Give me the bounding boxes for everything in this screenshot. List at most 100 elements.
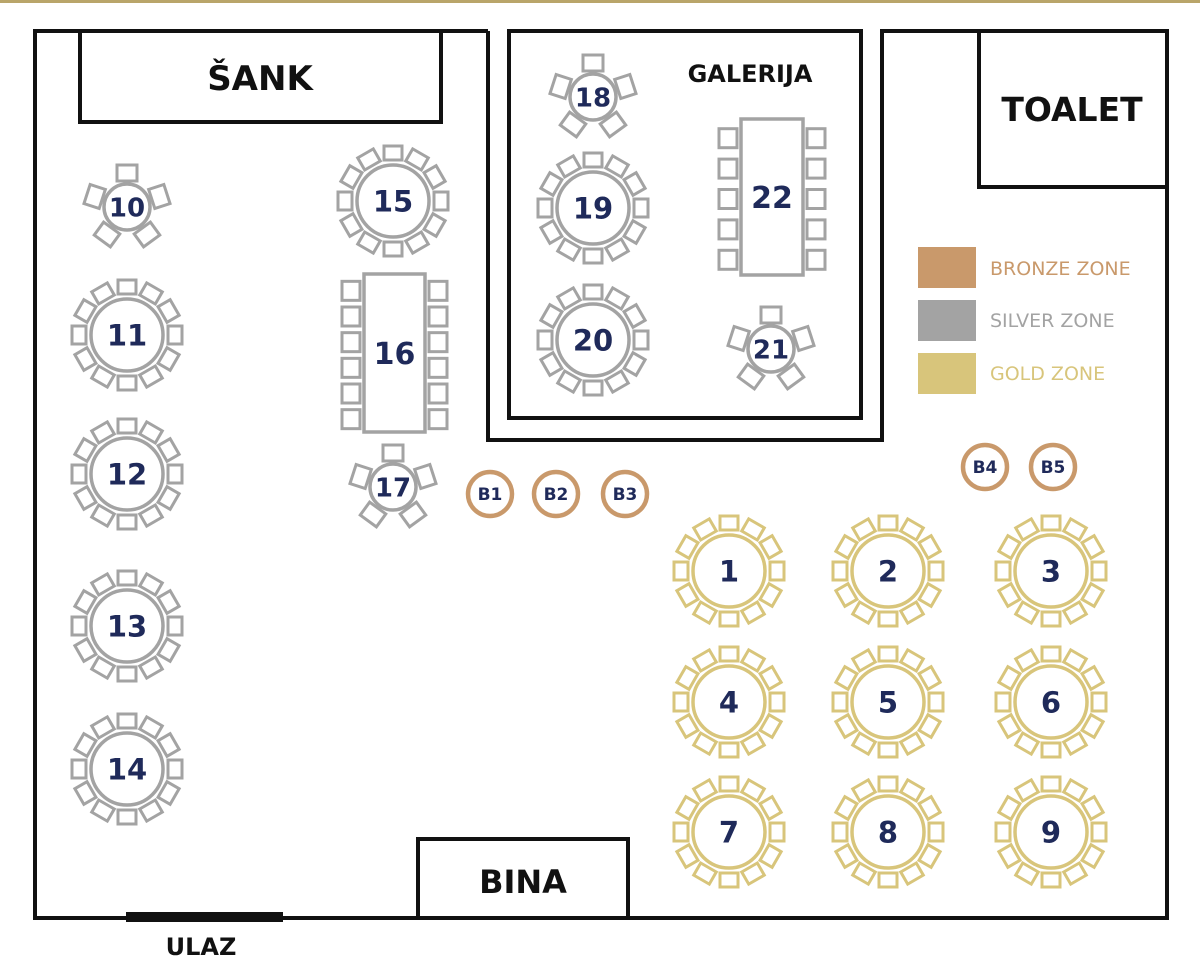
table-top <box>739 117 805 277</box>
chair <box>1090 821 1108 843</box>
chair <box>739 730 767 757</box>
table-b4[interactable]: B4 <box>960 442 1010 492</box>
chair <box>757 533 784 561</box>
table-number: 19 <box>573 191 613 225</box>
chair <box>1013 516 1041 543</box>
chair <box>833 581 860 609</box>
table-b1[interactable]: B1 <box>465 469 515 519</box>
table-number: 10 <box>109 193 145 223</box>
table-1[interactable]: 1 <box>672 514 786 628</box>
chair <box>831 691 849 713</box>
top-rule <box>0 0 1200 3</box>
table-9[interactable]: 9 <box>994 775 1108 889</box>
chair <box>898 516 926 543</box>
chair <box>70 324 88 346</box>
chair <box>1013 777 1041 804</box>
toilet-label: TOALET <box>1001 90 1143 129</box>
chair <box>72 731 99 759</box>
chair <box>877 741 899 759</box>
chair <box>89 571 117 598</box>
gallery-label: GALERIJA <box>688 60 813 88</box>
chair <box>1013 730 1041 757</box>
chair <box>1061 777 1089 804</box>
table-top <box>746 324 796 374</box>
chair <box>833 533 860 561</box>
table-17[interactable]: 17 <box>348 443 438 529</box>
chair <box>726 324 752 353</box>
chair <box>340 382 362 405</box>
table-number: 12 <box>107 457 147 491</box>
gold-zone-swatch <box>918 353 976 394</box>
chair <box>1040 645 1062 663</box>
table-21[interactable]: 21 <box>726 305 816 391</box>
chair <box>116 278 138 296</box>
table-top <box>850 664 926 740</box>
chair <box>718 775 740 793</box>
table-top <box>555 302 631 378</box>
table-12[interactable]: 12 <box>70 417 184 531</box>
table-19[interactable]: 19 <box>536 151 650 265</box>
table-number: 21 <box>753 335 789 365</box>
table-number: 20 <box>573 323 613 357</box>
chair <box>536 329 554 351</box>
table-14[interactable]: 14 <box>70 712 184 826</box>
table-top <box>1013 794 1089 870</box>
chair <box>805 248 827 271</box>
table-5[interactable]: 5 <box>831 645 945 759</box>
table-b2[interactable]: B2 <box>531 469 581 519</box>
walls <box>33 29 1169 922</box>
table-top <box>362 272 427 434</box>
chair <box>603 153 631 180</box>
chair <box>166 615 184 637</box>
chair <box>137 419 165 446</box>
table-3[interactable]: 3 <box>994 514 1108 628</box>
chair <box>757 581 784 609</box>
chair <box>850 647 878 674</box>
table-top <box>850 794 926 870</box>
silver-zone-label: SILVER ZONE <box>990 310 1115 332</box>
chair <box>877 871 899 889</box>
table-20[interactable]: 20 <box>536 283 650 397</box>
table-b5[interactable]: B5 <box>1028 442 1078 492</box>
chair <box>427 382 449 405</box>
table-2[interactable]: 2 <box>831 514 945 628</box>
chair <box>137 714 165 741</box>
chair <box>739 647 767 674</box>
chair <box>82 182 108 211</box>
table-4[interactable]: 4 <box>672 645 786 759</box>
table-top <box>555 170 631 246</box>
chair <box>132 220 162 249</box>
table-number: 17 <box>375 473 411 503</box>
table-18[interactable]: 18 <box>548 53 638 139</box>
chair <box>621 302 648 330</box>
chair <box>137 502 165 529</box>
chair <box>89 280 117 307</box>
table-22[interactable]: 22 <box>717 117 827 277</box>
chair <box>166 463 184 485</box>
bar-counter <box>78 29 443 124</box>
chair <box>403 146 431 173</box>
chair <box>850 516 878 543</box>
chair <box>674 664 701 692</box>
table-15[interactable]: 15 <box>336 144 450 258</box>
table-b3[interactable]: B3 <box>600 469 650 519</box>
chair <box>358 500 388 529</box>
chair <box>1061 647 1089 674</box>
table-13[interactable]: 13 <box>70 569 184 683</box>
table-11[interactable]: 11 <box>70 278 184 392</box>
chair <box>877 610 899 628</box>
chair <box>72 345 99 373</box>
table-8[interactable]: 8 <box>831 775 945 889</box>
chair <box>155 588 182 616</box>
chair <box>336 190 354 212</box>
chair <box>348 462 374 491</box>
chair <box>877 775 899 793</box>
chair <box>850 599 878 626</box>
chair <box>72 779 99 807</box>
chair <box>1079 794 1106 822</box>
table-10[interactable]: 10 <box>82 163 172 249</box>
table-7[interactable]: 7 <box>672 775 786 889</box>
table-6[interactable]: 6 <box>994 645 1108 759</box>
table-16[interactable]: 16 <box>340 272 449 434</box>
chair <box>70 463 88 485</box>
